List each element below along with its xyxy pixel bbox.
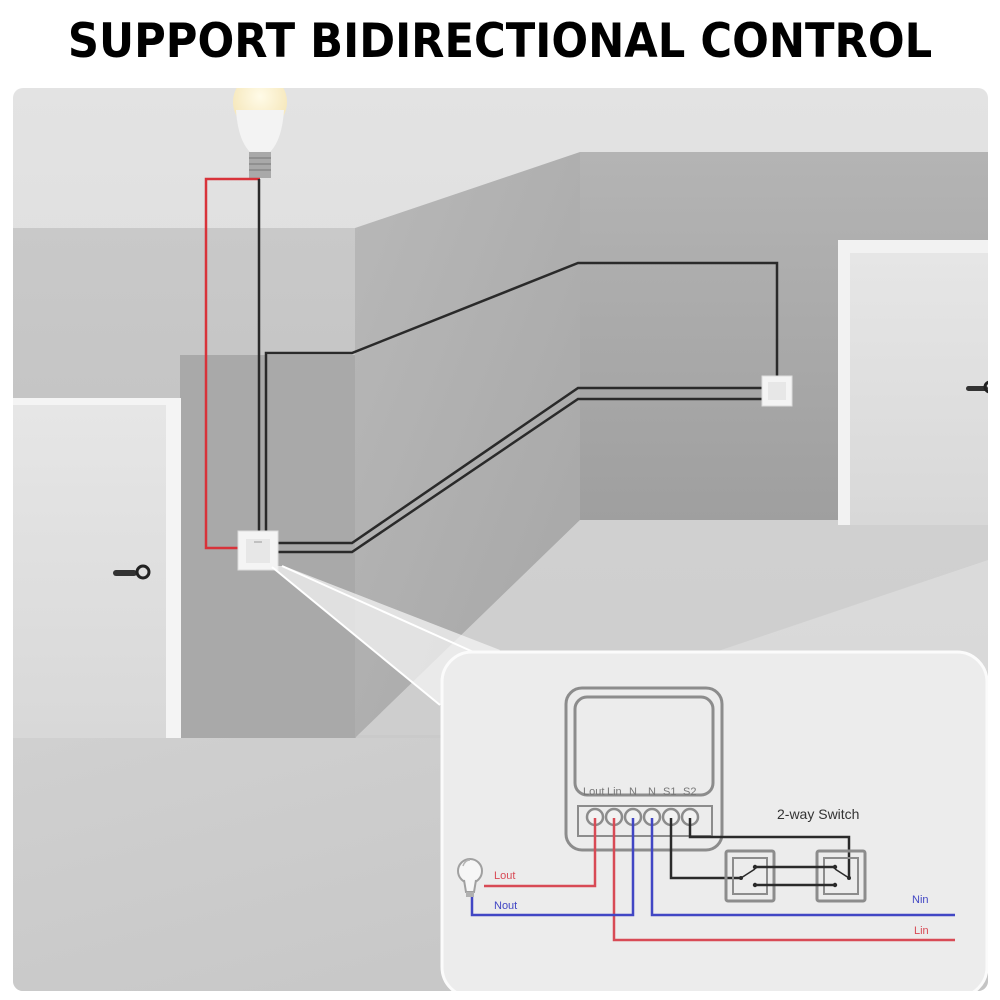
wire-nout [470,818,635,917]
house-traveler-wire-2 [277,397,764,554]
left-door [13,405,166,738]
two-way-switch-1 [724,849,776,903]
near-wall-switch [237,530,279,571]
far-wall-switch [761,375,793,407]
page-title: SUPPORT BIDIRECTIONAL CONTROL [67,14,933,69]
terminal-label-lin: Lin [607,786,622,798]
terminal-label-s2: S2 [683,786,696,798]
middle-wall [355,152,580,738]
wire-nin [650,818,955,917]
house-upper-wire [264,261,779,532]
wiring-diagram-panel [440,650,988,991]
two-way-switch-label: 2-way Switch [777,806,859,822]
wire-label-lin: Lin [914,925,929,937]
terminal-label-n1: N [629,786,637,798]
terminal-label-lout: Lout [583,786,604,798]
two-way-switch-2 [815,849,867,903]
smart-switch-module [564,686,724,852]
house-traveler-wire-1 [277,386,764,545]
left-door-handle-icon [113,564,151,580]
wire-lout [484,818,597,888]
light-bulb-icon [233,88,287,178]
diagram-bulb-icon [457,858,483,897]
wire-label-nout: Nout [494,900,517,912]
terminal-label-n2: N [648,786,656,798]
right-door [850,253,988,525]
wire-lin [612,818,955,942]
right-door-handle-icon [966,380,988,394]
wire-label-nin: Nin [912,894,929,906]
wire-label-lout: Lout [494,870,515,882]
house-live-wire [204,177,260,550]
terminal-label-s1: S1 [663,786,676,798]
wire-s1 [669,818,741,880]
